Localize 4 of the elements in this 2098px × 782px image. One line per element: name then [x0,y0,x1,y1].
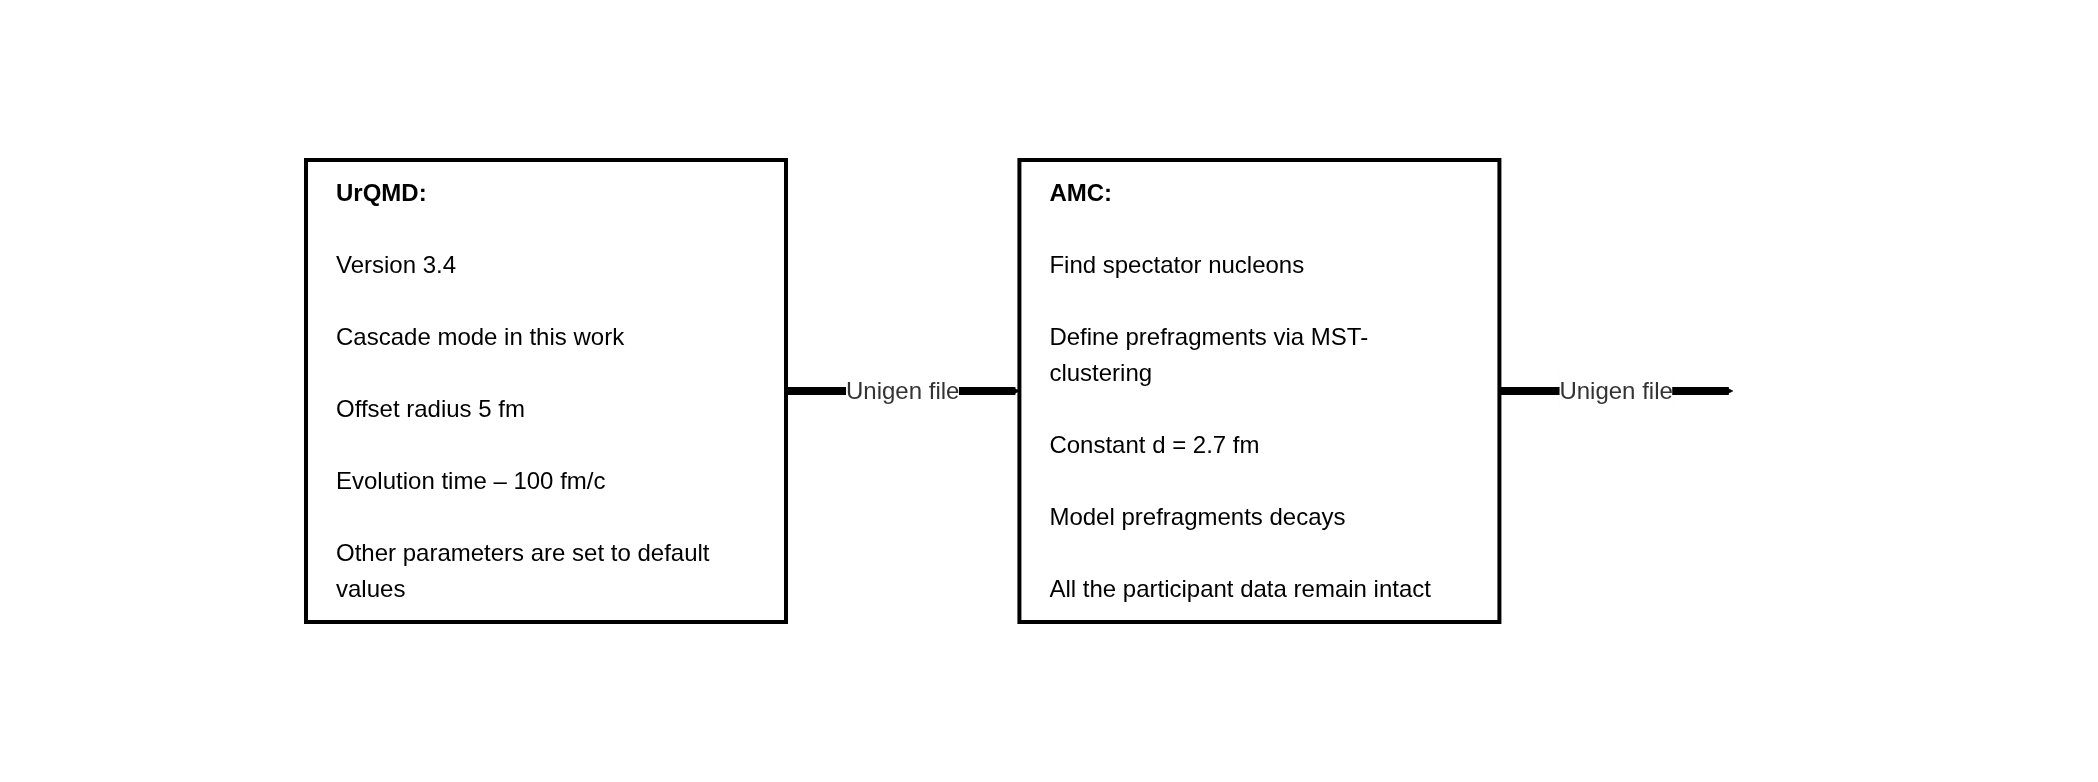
node-box: AMC: Find spectator nucleons Define prefragments via MST-clustering Constant d = 2.7 fm Model prefragments decays All the participant data remain intact [1017,158,1501,624]
node-box: UrQMD: Version 3.4 Cascade mode in this work Offset radius 5 fm Evolution time – 100 fm/c Other parameters are set to default values [303,158,788,624]
edge-label: Unigen file [845,377,959,404]
edge-label: Unigen file [1559,377,1673,404]
